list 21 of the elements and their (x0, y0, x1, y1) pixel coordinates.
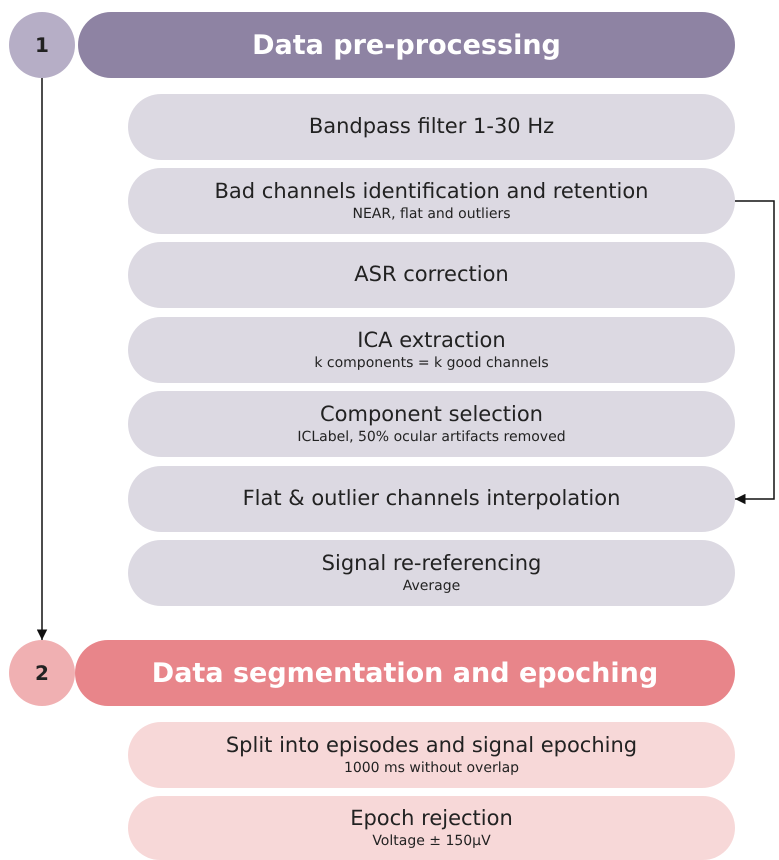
step-title: Bandpass filter 1-30 Hz (308, 114, 554, 140)
section-title: Data segmentation and epoching (152, 658, 658, 688)
step-note: ICLabel, 50% ocular artifacts removed (297, 428, 566, 446)
step-number: 2 (35, 661, 49, 685)
step-note: Average (402, 576, 460, 595)
step-title: Signal re-referencing (322, 551, 542, 576)
step-title: ICA extraction (357, 328, 506, 354)
step-note: 1000 ms without overlap (344, 758, 520, 777)
step-title: Epoch rejection (350, 806, 513, 832)
step-note: NEAR, flat and outliers (352, 204, 511, 223)
step-note: Voltage ± 150µV (372, 832, 491, 850)
step-title: ASR correction (354, 262, 509, 288)
arrow (735, 200, 775, 504)
arrow (36, 78, 48, 640)
step-title: Split into episodes and signal epoching (226, 733, 638, 758)
section-title: Data pre-processing (252, 30, 561, 60)
step-title: Component selection (320, 402, 543, 428)
step-number: 1 (35, 33, 49, 57)
step-title: Flat & outlier channels interpolation (242, 486, 620, 512)
step-title: Bad channels identification and retention (214, 179, 648, 204)
step-note: k components = k good channels (314, 354, 549, 372)
